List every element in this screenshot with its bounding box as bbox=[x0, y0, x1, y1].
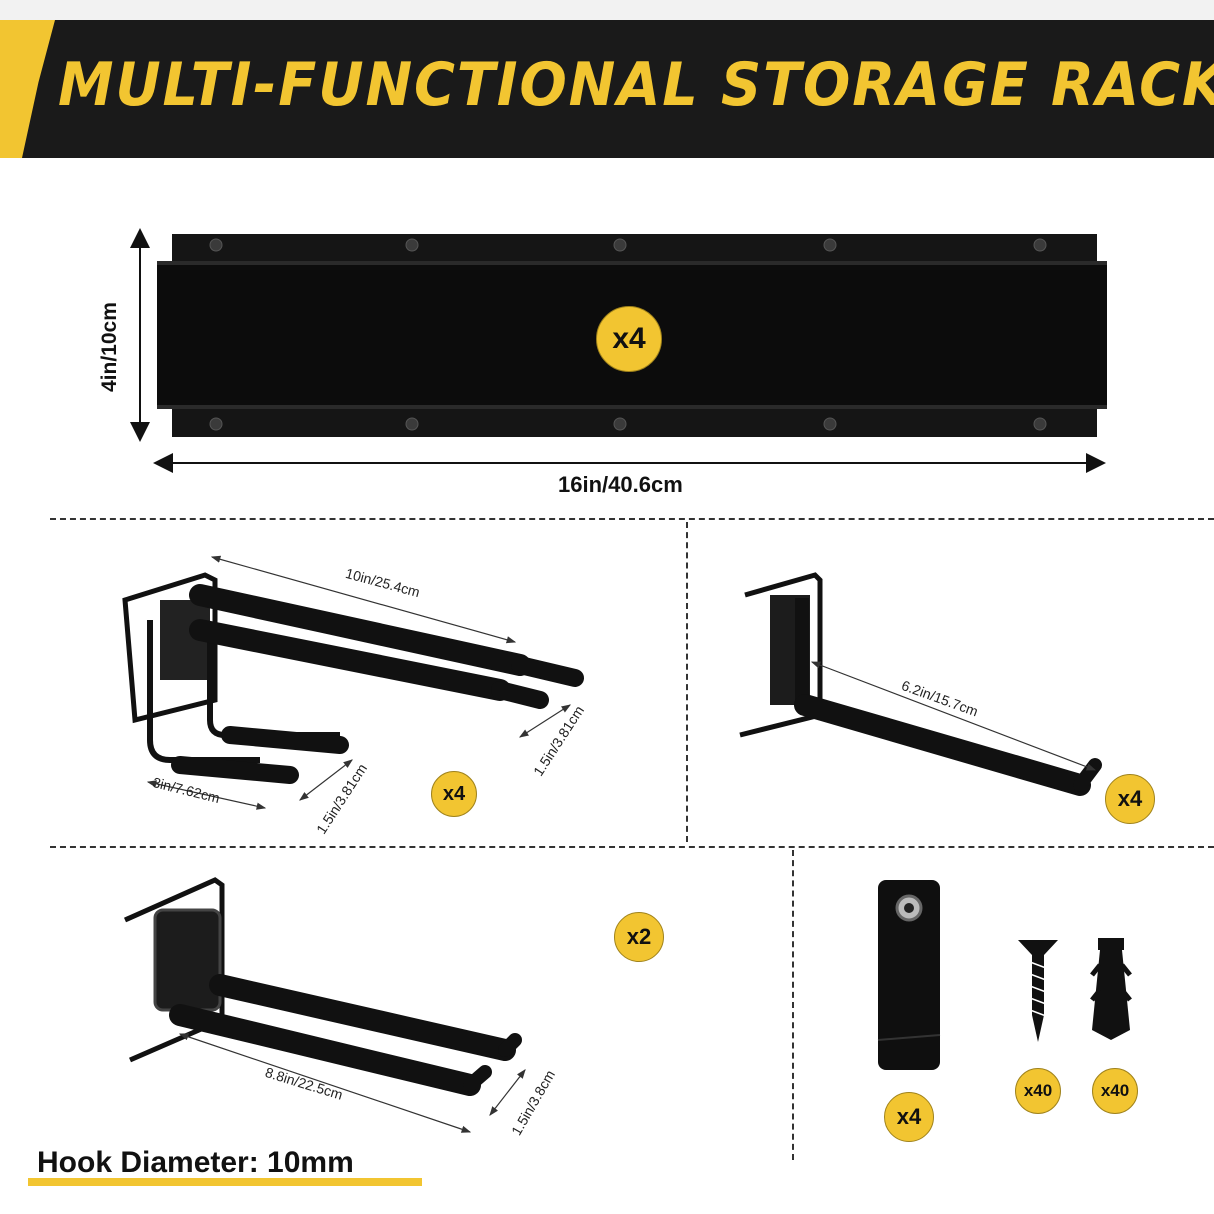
double-hook-image bbox=[122, 572, 584, 784]
single-hook-qty-badge: x4 bbox=[1105, 774, 1155, 824]
rail-height-label: 4in/10cm bbox=[98, 302, 121, 392]
strap-qty-badge: x4 bbox=[884, 1092, 934, 1142]
screw-icon bbox=[1018, 940, 1058, 1042]
divider-col-2 bbox=[792, 850, 794, 1160]
divider-col-1 bbox=[686, 522, 688, 842]
title-banner: MULTI-FUNCTIONAL STORAGE RACK KIT bbox=[0, 0, 1214, 158]
hook-diameter-underline bbox=[28, 1178, 422, 1186]
screw-qty-badge: x40 bbox=[1015, 1068, 1061, 1114]
strap-icon bbox=[877, 880, 941, 1070]
rail-qty-badge: x4 bbox=[596, 306, 662, 372]
divider-row-2 bbox=[50, 846, 1214, 848]
hook-diameter-label: Hook Diameter: 10mm bbox=[37, 1146, 354, 1179]
page-title: MULTI-FUNCTIONAL STORAGE RACK KIT bbox=[58, 50, 1214, 120]
divider-row-1 bbox=[50, 518, 1214, 520]
double-hook-qty-badge: x4 bbox=[431, 771, 477, 817]
rail-image bbox=[157, 234, 1107, 437]
anchor-qty-badge: x40 bbox=[1092, 1068, 1138, 1114]
rail-width-label: 16in/40.6cm bbox=[558, 472, 683, 497]
banner-top-strip bbox=[0, 0, 1214, 20]
wall-anchor-icon bbox=[1090, 938, 1132, 1040]
long-hook-qty-badge: x2 bbox=[614, 912, 664, 962]
long-hook-image bbox=[123, 877, 522, 1096]
single-hook-image bbox=[739, 572, 1102, 796]
